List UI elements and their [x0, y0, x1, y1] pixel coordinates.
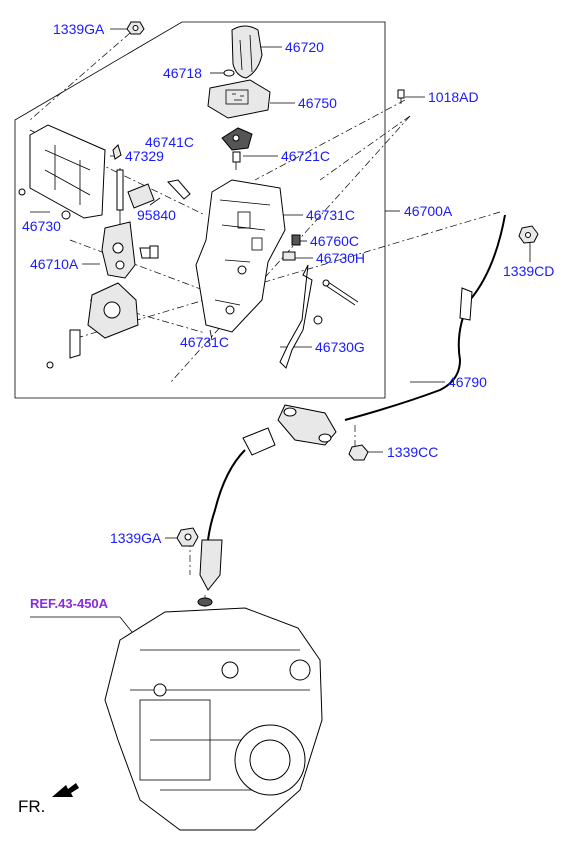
housing-46731C-part: [195, 179, 286, 333]
lower-bracket-part: [46, 282, 139, 369]
callout-1339CD[interactable]: 1339CD: [503, 263, 554, 279]
callout-1339CC[interactable]: 1339CC: [387, 444, 438, 460]
callout-labels: 1339GA 46720 46718 46750 1018AD 46741C 4…: [18, 21, 554, 816]
callout-46721C[interactable]: 46721C: [281, 148, 330, 164]
bracket-46730-part: [18, 124, 106, 220]
part-47329: [112, 144, 122, 160]
callout-46730H[interactable]: 46730H: [316, 250, 365, 266]
callout-46718[interactable]: 46718: [163, 65, 202, 81]
part-46721C: [232, 151, 241, 170]
callout-46760C[interactable]: 46760C: [310, 233, 359, 249]
callout-46750[interactable]: 46750: [298, 95, 337, 111]
shift-lever-46710A-part: [101, 168, 136, 279]
part-46741C: [221, 127, 253, 151]
callout-1339GA-top[interactable]: 1339GA: [53, 21, 105, 37]
screw-1018AD-part: [397, 89, 405, 104]
nut-1339GA-top-part: [126, 21, 145, 35]
nut-1339CC-part: [348, 444, 369, 461]
callout-46731C-bottom[interactable]: 46731C: [180, 334, 229, 350]
part-46730H: [282, 251, 296, 261]
nut-1339GA-mid-part: [176, 527, 199, 547]
front-direction-label: FR.: [18, 797, 45, 816]
indicator-46750-part: [207, 79, 271, 119]
part-95840: [127, 179, 191, 259]
callout-1339GA-mid[interactable]: 1339GA: [110, 530, 162, 546]
cable-46790-part: [197, 214, 506, 607]
pin-part: [322, 279, 359, 306]
callout-1018AD[interactable]: 1018AD: [428, 89, 479, 105]
callout-46730G[interactable]: 46730G: [315, 339, 365, 355]
callout-46790[interactable]: 46790: [448, 374, 487, 390]
fr-arrow-icon: [52, 783, 79, 797]
assembly-box: [14, 21, 386, 399]
callout-46700A[interactable]: 46700A: [404, 203, 453, 219]
callout-46710A[interactable]: 46710A: [30, 256, 79, 272]
parts-artwork: [18, 21, 539, 831]
shift-knob-46720-part: [231, 25, 263, 79]
lever-46730G-part: [279, 264, 323, 369]
ref-link-43-450A[interactable]: REF.43-450A: [30, 596, 109, 611]
callout-46741C[interactable]: 46741C: [145, 134, 194, 150]
callout-46731C-right[interactable]: 46731C: [306, 207, 355, 223]
part-46760C: [291, 234, 301, 246]
callout-46730[interactable]: 46730: [22, 218, 61, 234]
transmission-part: [104, 607, 323, 831]
callout-47329[interactable]: 47329: [125, 148, 164, 164]
callout-46720[interactable]: 46720: [285, 39, 324, 55]
callout-95840[interactable]: 95840: [137, 207, 176, 223]
nut-1339CD-part: [518, 225, 539, 244]
part-46718: [223, 69, 235, 77]
